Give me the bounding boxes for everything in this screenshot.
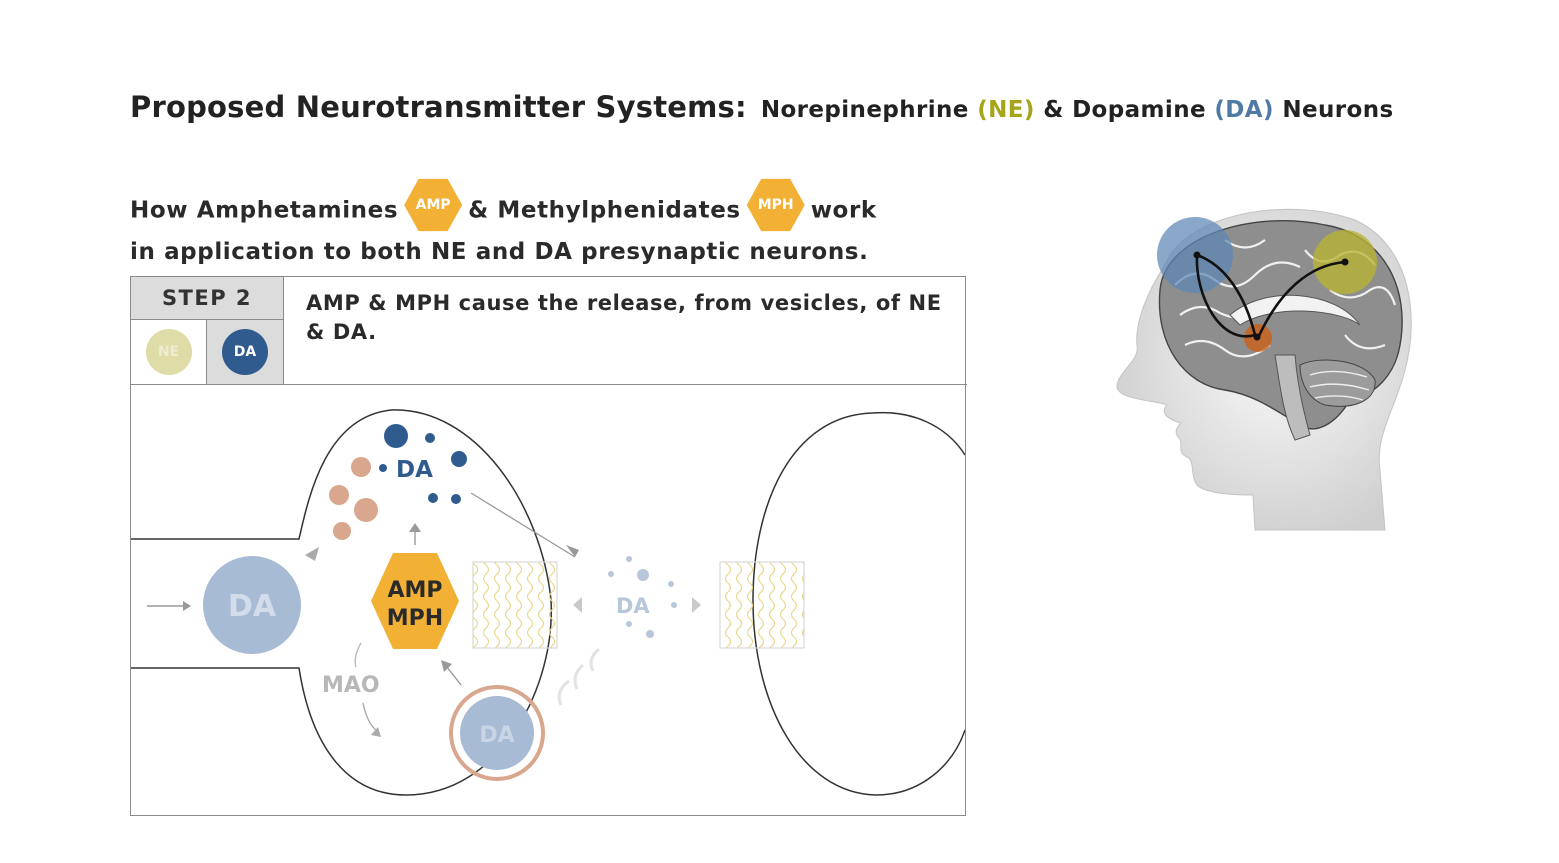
cleft-da-molecule xyxy=(668,581,674,587)
mph-badge-label: MPH xyxy=(757,197,794,213)
da-molecule xyxy=(451,451,467,467)
step-description: AMP & MPH cause the release, from vesicl… xyxy=(306,291,942,344)
mao-return-arrow xyxy=(362,702,378,732)
postsynaptic-receptor xyxy=(719,561,805,649)
sulcus xyxy=(1344,334,1386,350)
reuptake-arrow xyxy=(446,666,462,686)
step-label: STEP 2 xyxy=(131,277,284,320)
legend-da: DA xyxy=(207,320,284,384)
cleft-da-molecule xyxy=(626,621,632,627)
mao-vesicle xyxy=(354,498,378,522)
reuptake-arc xyxy=(573,663,585,690)
da-molecule xyxy=(425,433,435,443)
cerebellum-fold xyxy=(1309,370,1368,378)
mph-hexagon-icon xyxy=(746,178,805,232)
mao-label: MAO xyxy=(322,673,380,698)
presynaptic-transporter xyxy=(472,561,558,649)
da-molecule xyxy=(379,464,387,472)
cerebellum-fold xyxy=(1314,395,1364,401)
pathway-node-parietal xyxy=(1341,258,1349,266)
title-main: Proposed Neurotransmitter Systems: xyxy=(130,90,747,124)
mao-vesicle xyxy=(351,457,371,477)
legend-da-dot: DA xyxy=(222,329,268,375)
intro-line-1: How Amphetamines AMP & Methylphenidates MPH… xyxy=(130,178,877,240)
drug-hexagon-icon xyxy=(371,553,459,649)
brain-illustration xyxy=(1116,208,1412,531)
da-molecule xyxy=(384,424,408,448)
reuptake-arc xyxy=(589,647,600,672)
pathway-branch xyxy=(1195,254,1256,338)
cleft-da-molecule xyxy=(626,556,632,562)
cleft-right-arrow-icon xyxy=(692,597,701,613)
subtitle-ne-abbrev: (NE) xyxy=(977,97,1035,123)
legend-ne-dot: NE xyxy=(145,329,192,375)
da-molecule xyxy=(451,494,461,504)
pathway-node-midbrain xyxy=(1253,333,1261,341)
mao-curve xyxy=(354,642,362,668)
title-subtitle: Norepinephrine (NE) & Dopamine (DA) Neur… xyxy=(761,97,1394,123)
subtitle-da-abbrev: (DA) xyxy=(1214,97,1274,123)
subtitle-neurons: Neurons xyxy=(1282,97,1394,123)
cleft-da-molecule xyxy=(646,630,654,638)
step-header: STEP 2 NE DA AMP & MPH cause the release… xyxy=(131,277,967,385)
amp-badge: AMP xyxy=(404,176,463,234)
incoming-arrow-head-icon xyxy=(183,601,191,611)
release-arrow-head-icon xyxy=(566,545,579,557)
cleft-da-label: DA xyxy=(616,594,650,618)
sulcus xyxy=(1329,286,1397,306)
page-title: Proposed Neurotransmitter Systems: Norepi… xyxy=(130,90,1394,124)
drug-label-mph: MPH xyxy=(387,606,443,631)
cleft-da-molecules xyxy=(608,556,677,638)
drug-label-amp: AMP xyxy=(387,578,442,603)
release-arrow xyxy=(470,492,576,558)
recycled-da-circle xyxy=(460,696,534,770)
step-panel: STEP 2 NE DA AMP & MPH cause the release… xyxy=(130,276,967,816)
cleft-da-molecule xyxy=(671,602,677,608)
recycled-da-ring xyxy=(449,685,545,781)
synapse-diagram: DA DA AMP MPH MAO xyxy=(131,409,965,796)
mao-arrow-head-icon xyxy=(371,727,381,737)
pathway-node-frontal xyxy=(1193,251,1201,259)
mph-badge: MPH xyxy=(746,176,805,234)
reuptake-arc xyxy=(557,679,570,706)
subtitle-dopamine: & Dopamine xyxy=(1043,97,1206,123)
amp-badge-label: AMP xyxy=(415,197,451,213)
cerebellum-fold xyxy=(1309,383,1370,391)
axon-da-label: DA xyxy=(228,589,277,624)
intro-text: How Amphetamines AMP & Methylphenidates MPH… xyxy=(130,178,877,270)
mao-vesicle xyxy=(333,522,351,540)
sulcus xyxy=(1184,339,1271,358)
neural-pathways xyxy=(1195,253,1346,339)
intro-line-2: in application to both NE and DA presyna… xyxy=(130,239,869,265)
cerebellum xyxy=(1299,359,1376,407)
intro-amphetamines: How Amphetamines xyxy=(130,197,399,224)
recycled-da-label: DA xyxy=(479,723,514,748)
entry-arrow-head-icon xyxy=(305,547,319,561)
cleft-da-molecule xyxy=(608,571,614,577)
vesicle-da-molecules xyxy=(379,424,467,504)
brainstem xyxy=(1274,354,1311,441)
cerebellum-folds xyxy=(1309,370,1370,401)
vesicle-da-label: DA xyxy=(396,457,433,483)
intro-methylphenidates: & Methylphenidates xyxy=(468,197,741,224)
subtitle-norepinephrine: Norepinephrine xyxy=(760,97,969,123)
reuptake-arcs xyxy=(557,647,600,706)
axon-da-circle xyxy=(203,556,301,654)
drug-up-arrow-head-icon xyxy=(409,523,421,532)
pathway-to-parietal xyxy=(1256,260,1346,339)
legend-ne: NE xyxy=(131,320,207,384)
cleft-left-arrow-icon xyxy=(573,597,582,613)
mao-vesicles xyxy=(329,457,378,540)
pathway-to-frontal xyxy=(1196,253,1257,336)
mao-vesicle xyxy=(329,485,349,505)
reuptake-arrow-head-icon xyxy=(441,660,452,672)
cleft-da-molecule xyxy=(637,569,649,581)
intro-work: work xyxy=(810,197,877,224)
da-molecule xyxy=(428,493,438,503)
